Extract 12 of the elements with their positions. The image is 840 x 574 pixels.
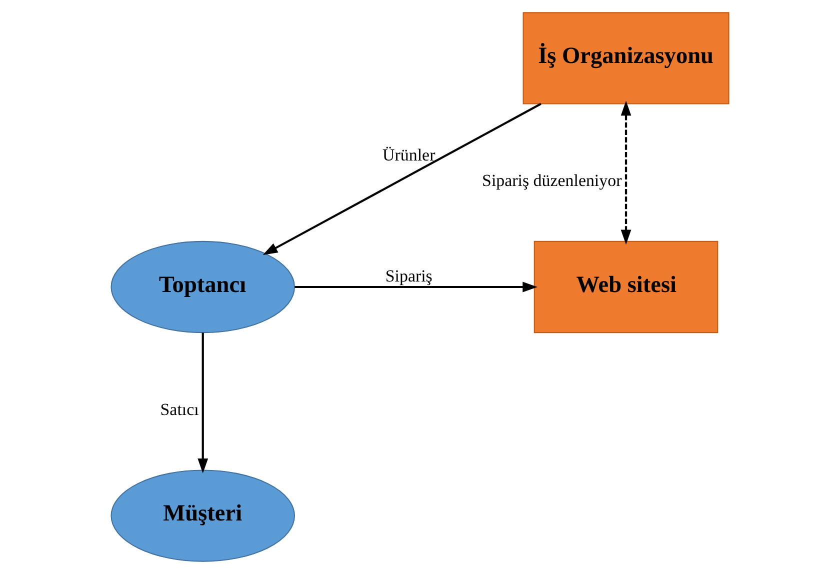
- edge-label: Sipariş: [385, 266, 432, 286]
- edge-label: Satıcı: [160, 400, 199, 420]
- arrow: [198, 332, 208, 474]
- node-ellipse: Toptancı: [110, 240, 295, 334]
- edge-label: Sipariş düzenleniyor: [482, 170, 622, 190]
- node-box: Web sitesi: [534, 240, 718, 334]
- arrow: [294, 282, 538, 292]
- arrow: [620, 100, 632, 245]
- edge-label: Ürünler: [382, 146, 436, 165]
- node-box: İş Organizasyonu: [522, 12, 730, 104]
- node-ellipse: Müşteri: [110, 470, 295, 562]
- arrow: [262, 102, 542, 256]
